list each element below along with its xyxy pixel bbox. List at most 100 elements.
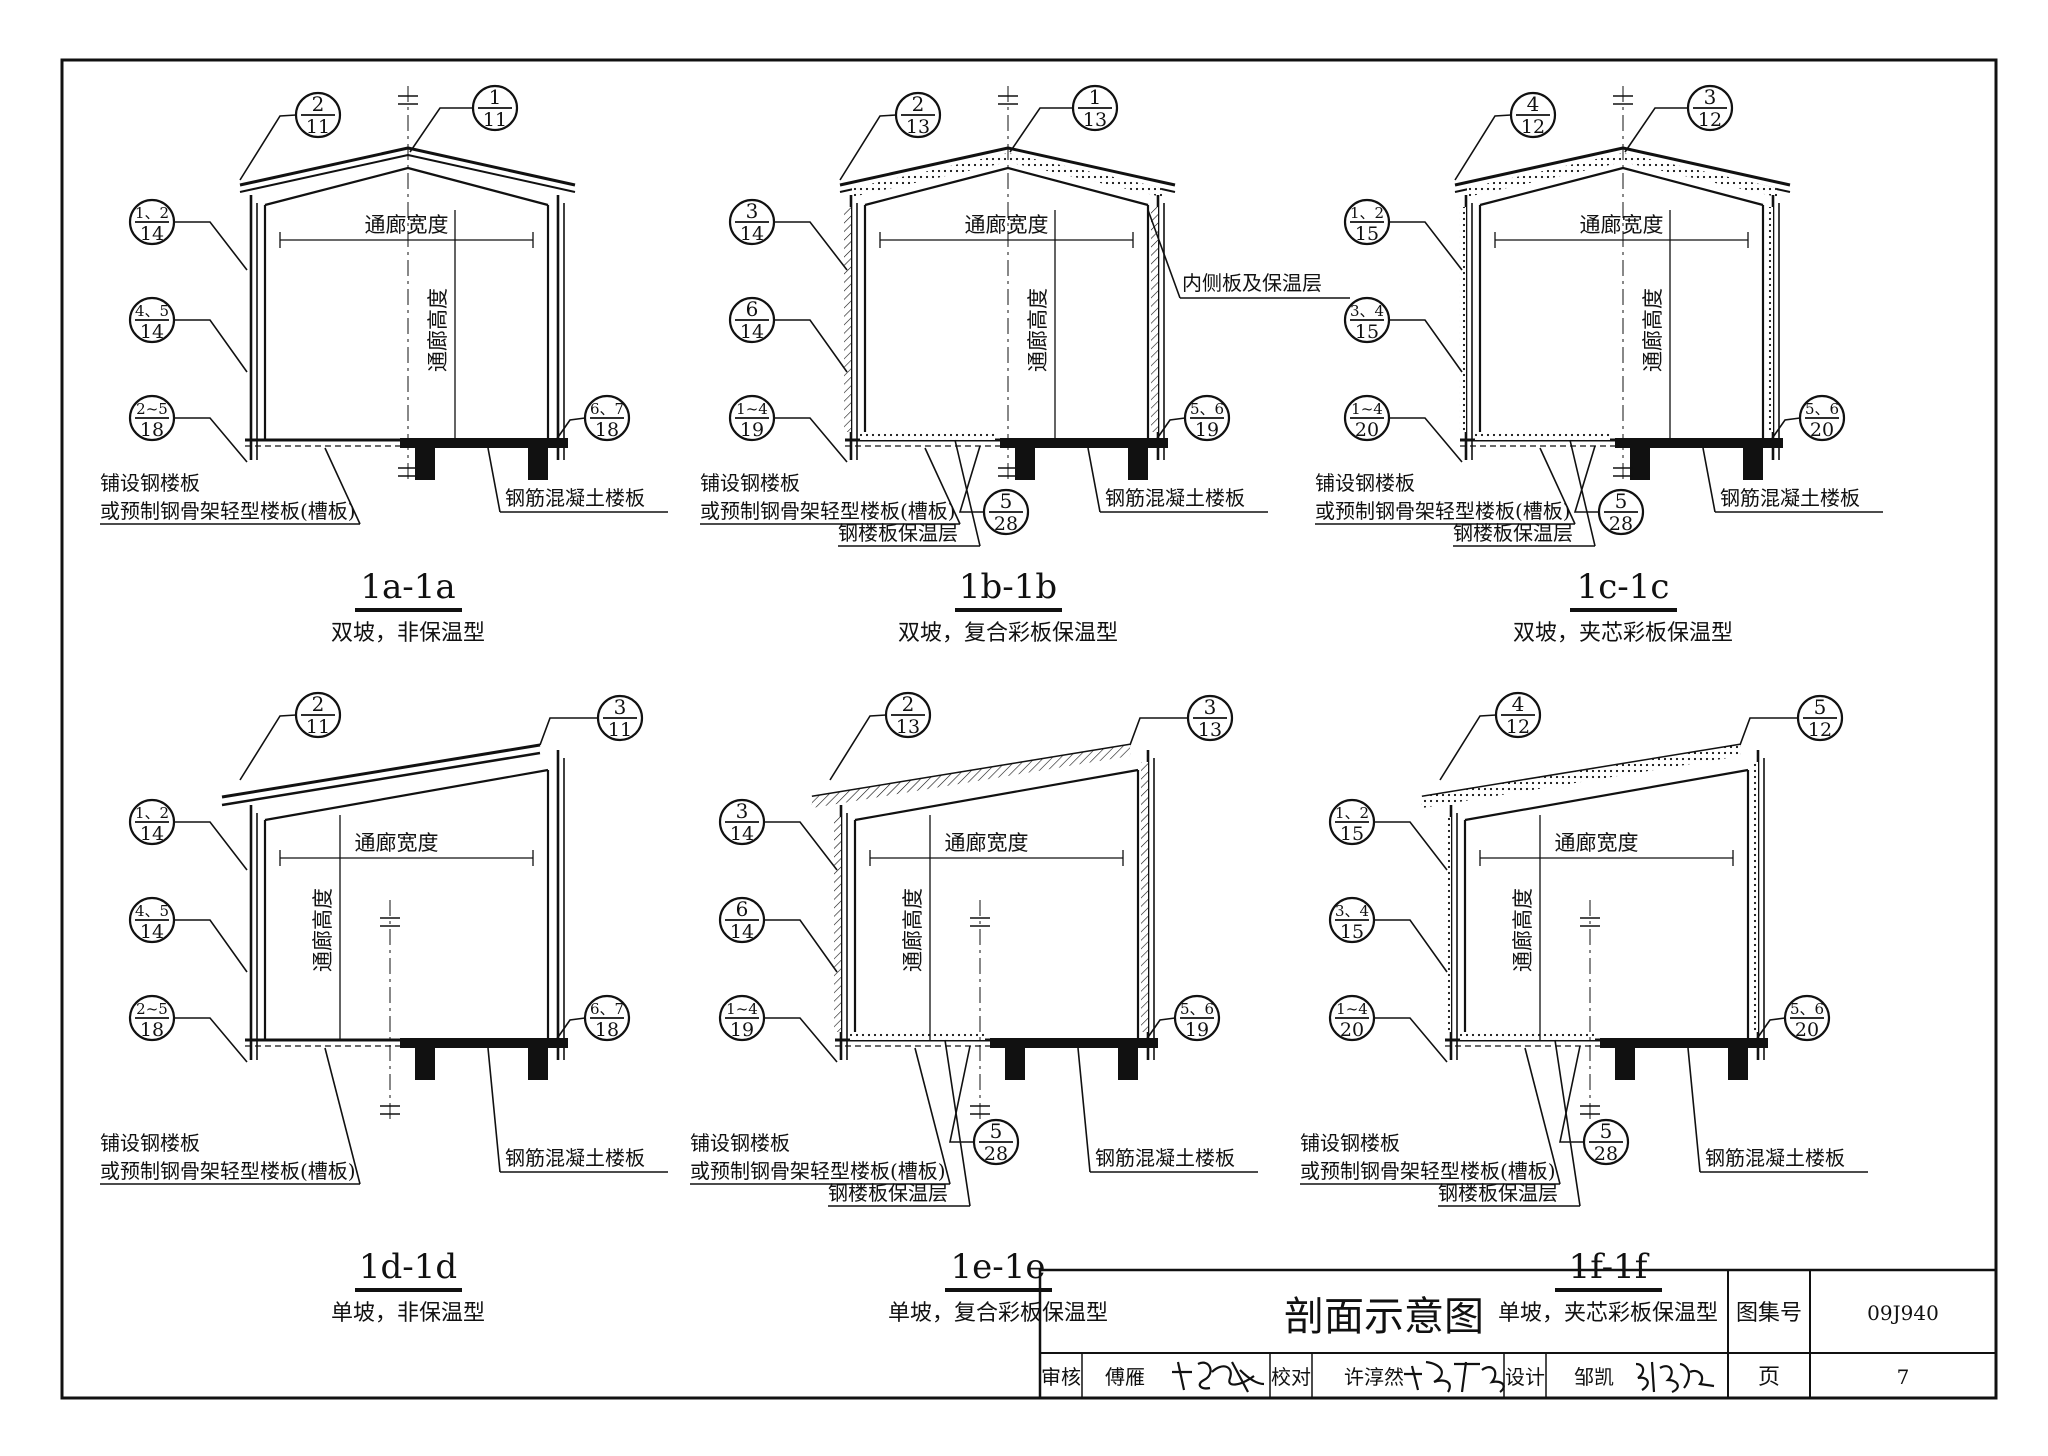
bubble-right-number: 5、6 xyxy=(1190,400,1224,418)
bubble-roof-right-number: 3 xyxy=(1204,695,1217,719)
width-label: 通廊宽度 xyxy=(355,831,439,855)
leader-insulation xyxy=(944,1039,971,1207)
section-title: 1e-1e xyxy=(951,1247,1046,1287)
section-drawings: 通廊宽度通廊高度2111111、2144、5142~5186、718铺设钢楼板或… xyxy=(100,84,1883,1326)
bubble-wall-top-number: 3 xyxy=(746,199,759,223)
bubble-right-sheet: 19 xyxy=(1195,419,1219,441)
section-1e: 通廊宽度通廊高度2133133146141~4195、619528铺设钢楼板或预… xyxy=(690,691,1258,1326)
bubble-right-number: 5、6 xyxy=(1805,400,1839,418)
bubble-wall-bot-sheet: 18 xyxy=(140,1019,164,1041)
note-floor-insulation: 钢楼板保温层 xyxy=(838,521,958,545)
bubble-wall-top-number: 1、2 xyxy=(1335,804,1369,822)
roof-sheet xyxy=(221,743,541,799)
leader-wall-bot xyxy=(174,417,248,463)
roof-insulation xyxy=(1422,745,1740,808)
note-floor-precast: 或预制钢骨架轻型楼板(槽板) xyxy=(100,499,356,523)
design-signature xyxy=(1635,1361,1715,1394)
ceiling xyxy=(854,768,1139,822)
beam-left xyxy=(415,448,435,480)
leader-roof-right xyxy=(1009,107,1073,153)
review-label: 审核 xyxy=(1041,1365,1081,1389)
leader-roof-left xyxy=(239,114,297,181)
bubble-wall-bot-number: 2~5 xyxy=(136,400,168,418)
bubble-wall-mid-sheet: 14 xyxy=(140,921,164,943)
beam-left xyxy=(1615,1048,1635,1080)
leader-wall-mid xyxy=(174,319,248,373)
note-floor-insulation: 钢楼板保温层 xyxy=(828,1181,948,1205)
bubble-wall-mid-sheet: 14 xyxy=(140,321,164,343)
note-floor-precast: 或预制钢骨架轻型楼板(槽板) xyxy=(700,499,956,523)
bubble-roof-right-sheet: 12 xyxy=(1698,109,1722,131)
bubble-right-sheet: 18 xyxy=(595,419,619,441)
beam-right xyxy=(1118,1048,1138,1080)
bubble-right-sheet: 19 xyxy=(1185,1019,1209,1041)
leader-roof-left xyxy=(1439,714,1497,781)
ceiling-left xyxy=(864,166,1009,207)
leader-floor-note xyxy=(324,447,361,525)
leader-wall-mid xyxy=(1374,919,1448,973)
leader-roof-left xyxy=(829,714,887,781)
leader-floor xyxy=(1559,1045,1584,1143)
section-title: 1a-1a xyxy=(360,567,455,607)
atlas-label: 图集号 xyxy=(1736,1301,1802,1326)
bubble-roof-left-number: 4 xyxy=(1512,692,1525,716)
note-floor-precast: 或预制钢骨架轻型楼板(槽板) xyxy=(1315,499,1571,523)
roof-underside-right xyxy=(407,154,576,193)
note-floor-steel: 铺设钢楼板 xyxy=(700,471,800,495)
bubble-wall-mid-number: 3、4 xyxy=(1350,302,1384,320)
floor-insulation xyxy=(1460,1032,1595,1040)
leader-concrete xyxy=(1687,1047,1701,1173)
leader-wall-top xyxy=(774,221,848,271)
section-1d: 通廊宽度通廊高度2113111、2144、5142~5186、718铺设钢楼板或… xyxy=(100,691,668,1326)
roof-sheet-right xyxy=(407,146,576,187)
leader-wall-bot xyxy=(1389,417,1463,463)
bubble-roof-left-sheet: 12 xyxy=(1506,716,1530,738)
note-floor-steel: 铺设钢楼板 xyxy=(1300,1131,1400,1155)
bubble-roof-right-sheet: 11 xyxy=(483,109,507,131)
bubble-wall-top-number: 1、2 xyxy=(135,804,169,822)
bubble-roof-left-sheet: 12 xyxy=(1521,116,1545,138)
bubble-right-number: 5、6 xyxy=(1180,1000,1214,1018)
section-1b: 通廊宽度通廊高度2131133146141~4195、619528铺设钢楼板或预… xyxy=(700,84,1350,646)
roof-sheet-left xyxy=(839,146,1009,187)
drawing-title: 剖面示意图 xyxy=(1284,1294,1484,1340)
height-label: 通廊高度 xyxy=(426,288,450,372)
floor-insulation xyxy=(1475,432,1610,440)
concrete-slab xyxy=(1615,438,1783,448)
bubble-right-sheet: 20 xyxy=(1795,1019,1819,1041)
right-wall-insulation xyxy=(1751,762,1758,1032)
floor-insulation xyxy=(860,432,995,440)
page-label: 页 xyxy=(1758,1365,1780,1390)
bubble-wall-top-sheet: 15 xyxy=(1355,223,1379,245)
concrete-slab xyxy=(400,438,568,448)
bubble-right-sheet: 18 xyxy=(595,1019,619,1041)
bubble-wall-top-sheet: 14 xyxy=(740,223,764,245)
leader-floor-note xyxy=(1524,1047,1561,1185)
bubble-roof-left-sheet: 11 xyxy=(306,116,330,138)
bubble-floor-sheet: 28 xyxy=(994,513,1018,535)
leader-floor-note xyxy=(924,447,961,525)
height-label: 通廊高度 xyxy=(1026,288,1050,372)
design-name: 邹凯 xyxy=(1574,1365,1614,1389)
note-floor-steel: 铺设钢楼板 xyxy=(100,1131,200,1155)
leader-right xyxy=(1145,1017,1176,1041)
bubble-wall-mid-sheet: 14 xyxy=(740,321,764,343)
roof-insulation xyxy=(812,745,1130,808)
leader-insulation xyxy=(1569,439,1596,547)
bubble-roof-left-sheet: 13 xyxy=(906,116,930,138)
leader-wall-mid xyxy=(764,919,838,973)
bubble-roof-right-number: 3 xyxy=(614,695,627,719)
roof-insulation-left xyxy=(1467,153,1623,197)
design-label: 设计 xyxy=(1505,1365,1545,1389)
leader-roof-right xyxy=(539,717,598,746)
ceiling-right xyxy=(407,166,549,207)
bubble-wall-mid-number: 4、5 xyxy=(135,902,169,920)
leader-roof-right xyxy=(409,107,473,153)
ceiling-right xyxy=(1007,166,1149,207)
atlas-value: 09J940 xyxy=(1867,1301,1939,1325)
leader-inner-panel xyxy=(1147,209,1181,299)
roof-sheet xyxy=(221,751,541,807)
right-wall-insulation xyxy=(1141,762,1148,1032)
leader-roof-right xyxy=(1129,717,1188,746)
beam-right xyxy=(528,448,548,480)
